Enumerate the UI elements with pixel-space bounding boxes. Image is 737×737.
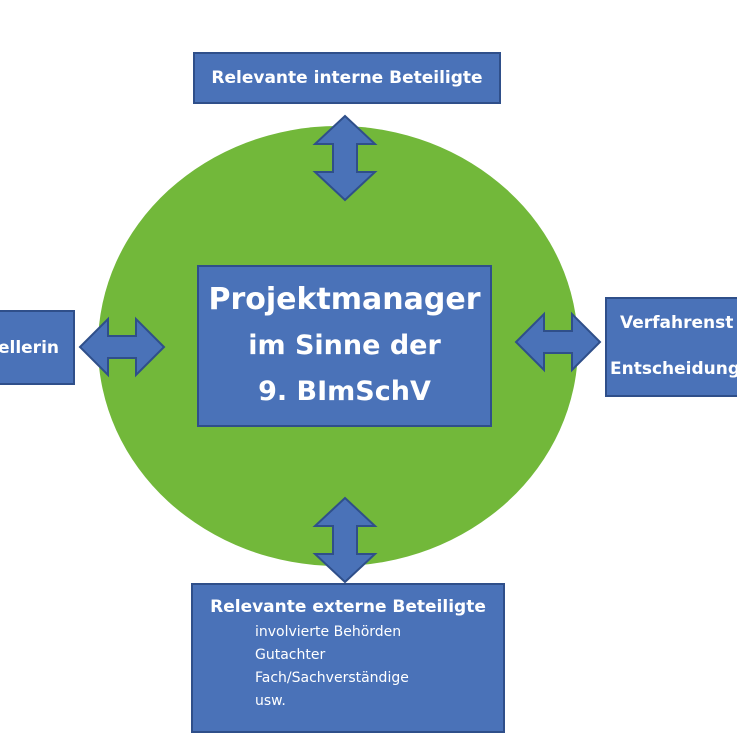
- left-box: ellerin: [0, 310, 75, 385]
- center-box-line2: im Sinne der: [248, 330, 441, 361]
- left-box-title: ellerin: [0, 337, 59, 358]
- bottom-box-list: involvierte Behörden Gutachter Fach/Sach…: [255, 621, 503, 713]
- bottom-box: Relevante externe Beteiligte involvierte…: [191, 583, 505, 733]
- double-arrow-left: [78, 316, 166, 378]
- list-item: Gutachter: [255, 647, 326, 663]
- double-arrow-right: [514, 311, 602, 373]
- center-box-line3: 9. BImSchV: [258, 376, 431, 407]
- center-box: Projektmanager im Sinne der 9. BImSchV: [197, 265, 492, 427]
- list-item: usw.: [255, 693, 286, 709]
- list-item: Fach/Sachverständige: [255, 670, 409, 686]
- double-arrow-bottom: [312, 496, 378, 584]
- top-box: Relevante interne Beteiligte: [193, 52, 501, 104]
- center-box-line1: Projektmanager: [208, 282, 481, 317]
- double-arrow-top: [312, 114, 378, 202]
- right-box-line1: Verfahrenst: [620, 313, 734, 333]
- top-box-title: Relevante interne Beteiligte: [211, 68, 483, 88]
- list-item: involvierte Behörden: [255, 624, 402, 640]
- right-box: Verfahrenst Entscheidung: [605, 297, 737, 397]
- bottom-box-title: Relevante externe Beteiligte: [210, 597, 486, 617]
- right-box-line2: Entscheidung: [610, 359, 737, 379]
